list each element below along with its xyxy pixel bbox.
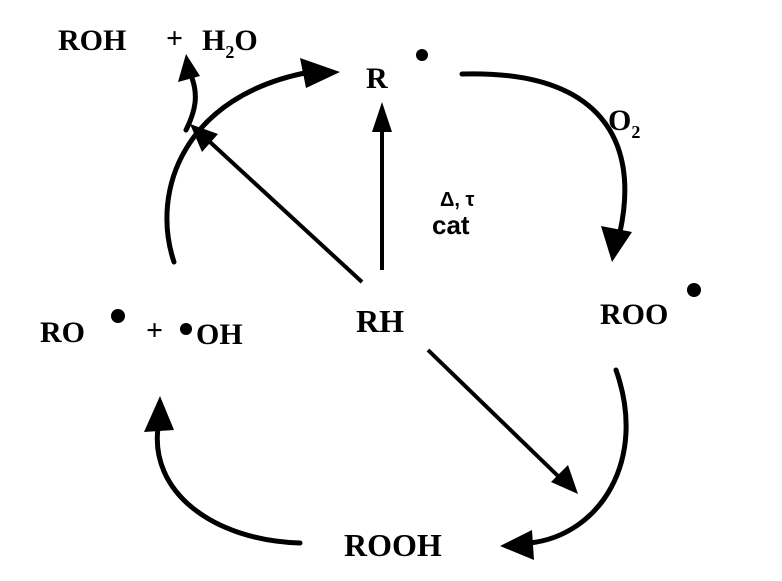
arrowhead-rh-to-cycle — [190, 124, 218, 152]
arrowhead-to-alcohol-water — [178, 54, 200, 82]
radical-dot-peroxy — [687, 283, 701, 297]
cycle-arc-bottom-left — [154, 425, 303, 546]
water-subscript-2: 2 — [225, 42, 234, 62]
label-conditions-top: Δ, τ — [440, 189, 474, 211]
arrowhead-rh-to-hydroperoxide — [551, 465, 578, 494]
label-oxygen: O2 — [608, 104, 640, 142]
label-hydrocarbon: RH — [356, 303, 404, 339]
label-plus-top: + — [166, 22, 183, 55]
radical-dot-alkyl — [416, 49, 428, 61]
arrowhead-to-hydroperoxide — [500, 530, 534, 560]
cycle-arc-right-lower — [527, 367, 629, 546]
arrowhead-to-alkoxy-radical — [144, 396, 174, 432]
cycle-arc-top-right — [459, 71, 628, 235]
label-hydroperoxide: ROOH — [344, 527, 442, 563]
arrowhead-rh-to-alkyl — [372, 102, 392, 132]
oxygen-subscript-2: 2 — [631, 122, 640, 142]
label-peroxy-radical: ROO — [600, 298, 668, 331]
radical-dot-hydroxyl — [180, 323, 192, 335]
label-alcohol: ROH — [58, 24, 126, 57]
label-hydroxyl-radical: OH — [196, 318, 243, 351]
cycle-arc-left-upper — [164, 69, 313, 265]
arrowhead-to-alkyl-radical — [300, 58, 340, 88]
water-h: H — [202, 24, 225, 57]
label-water: H2O — [202, 24, 258, 62]
oxygen-o: O — [608, 104, 631, 137]
arrow-line-rh-to-hydroperoxide — [426, 348, 560, 478]
water-o: O — [234, 24, 257, 57]
arrow-line-rh-to-cycle — [208, 140, 364, 284]
arrowhead-to-peroxy-radical — [601, 226, 632, 262]
label-alkoxy-radical: RO — [40, 316, 85, 349]
radical-dot-alkoxy — [111, 309, 125, 323]
label-plus-left: + — [146, 314, 163, 347]
label-alkyl-radical: R — [366, 62, 388, 95]
label-conditions-catalyst: cat — [432, 210, 470, 240]
branch-arc-to-alcohol — [183, 75, 198, 133]
